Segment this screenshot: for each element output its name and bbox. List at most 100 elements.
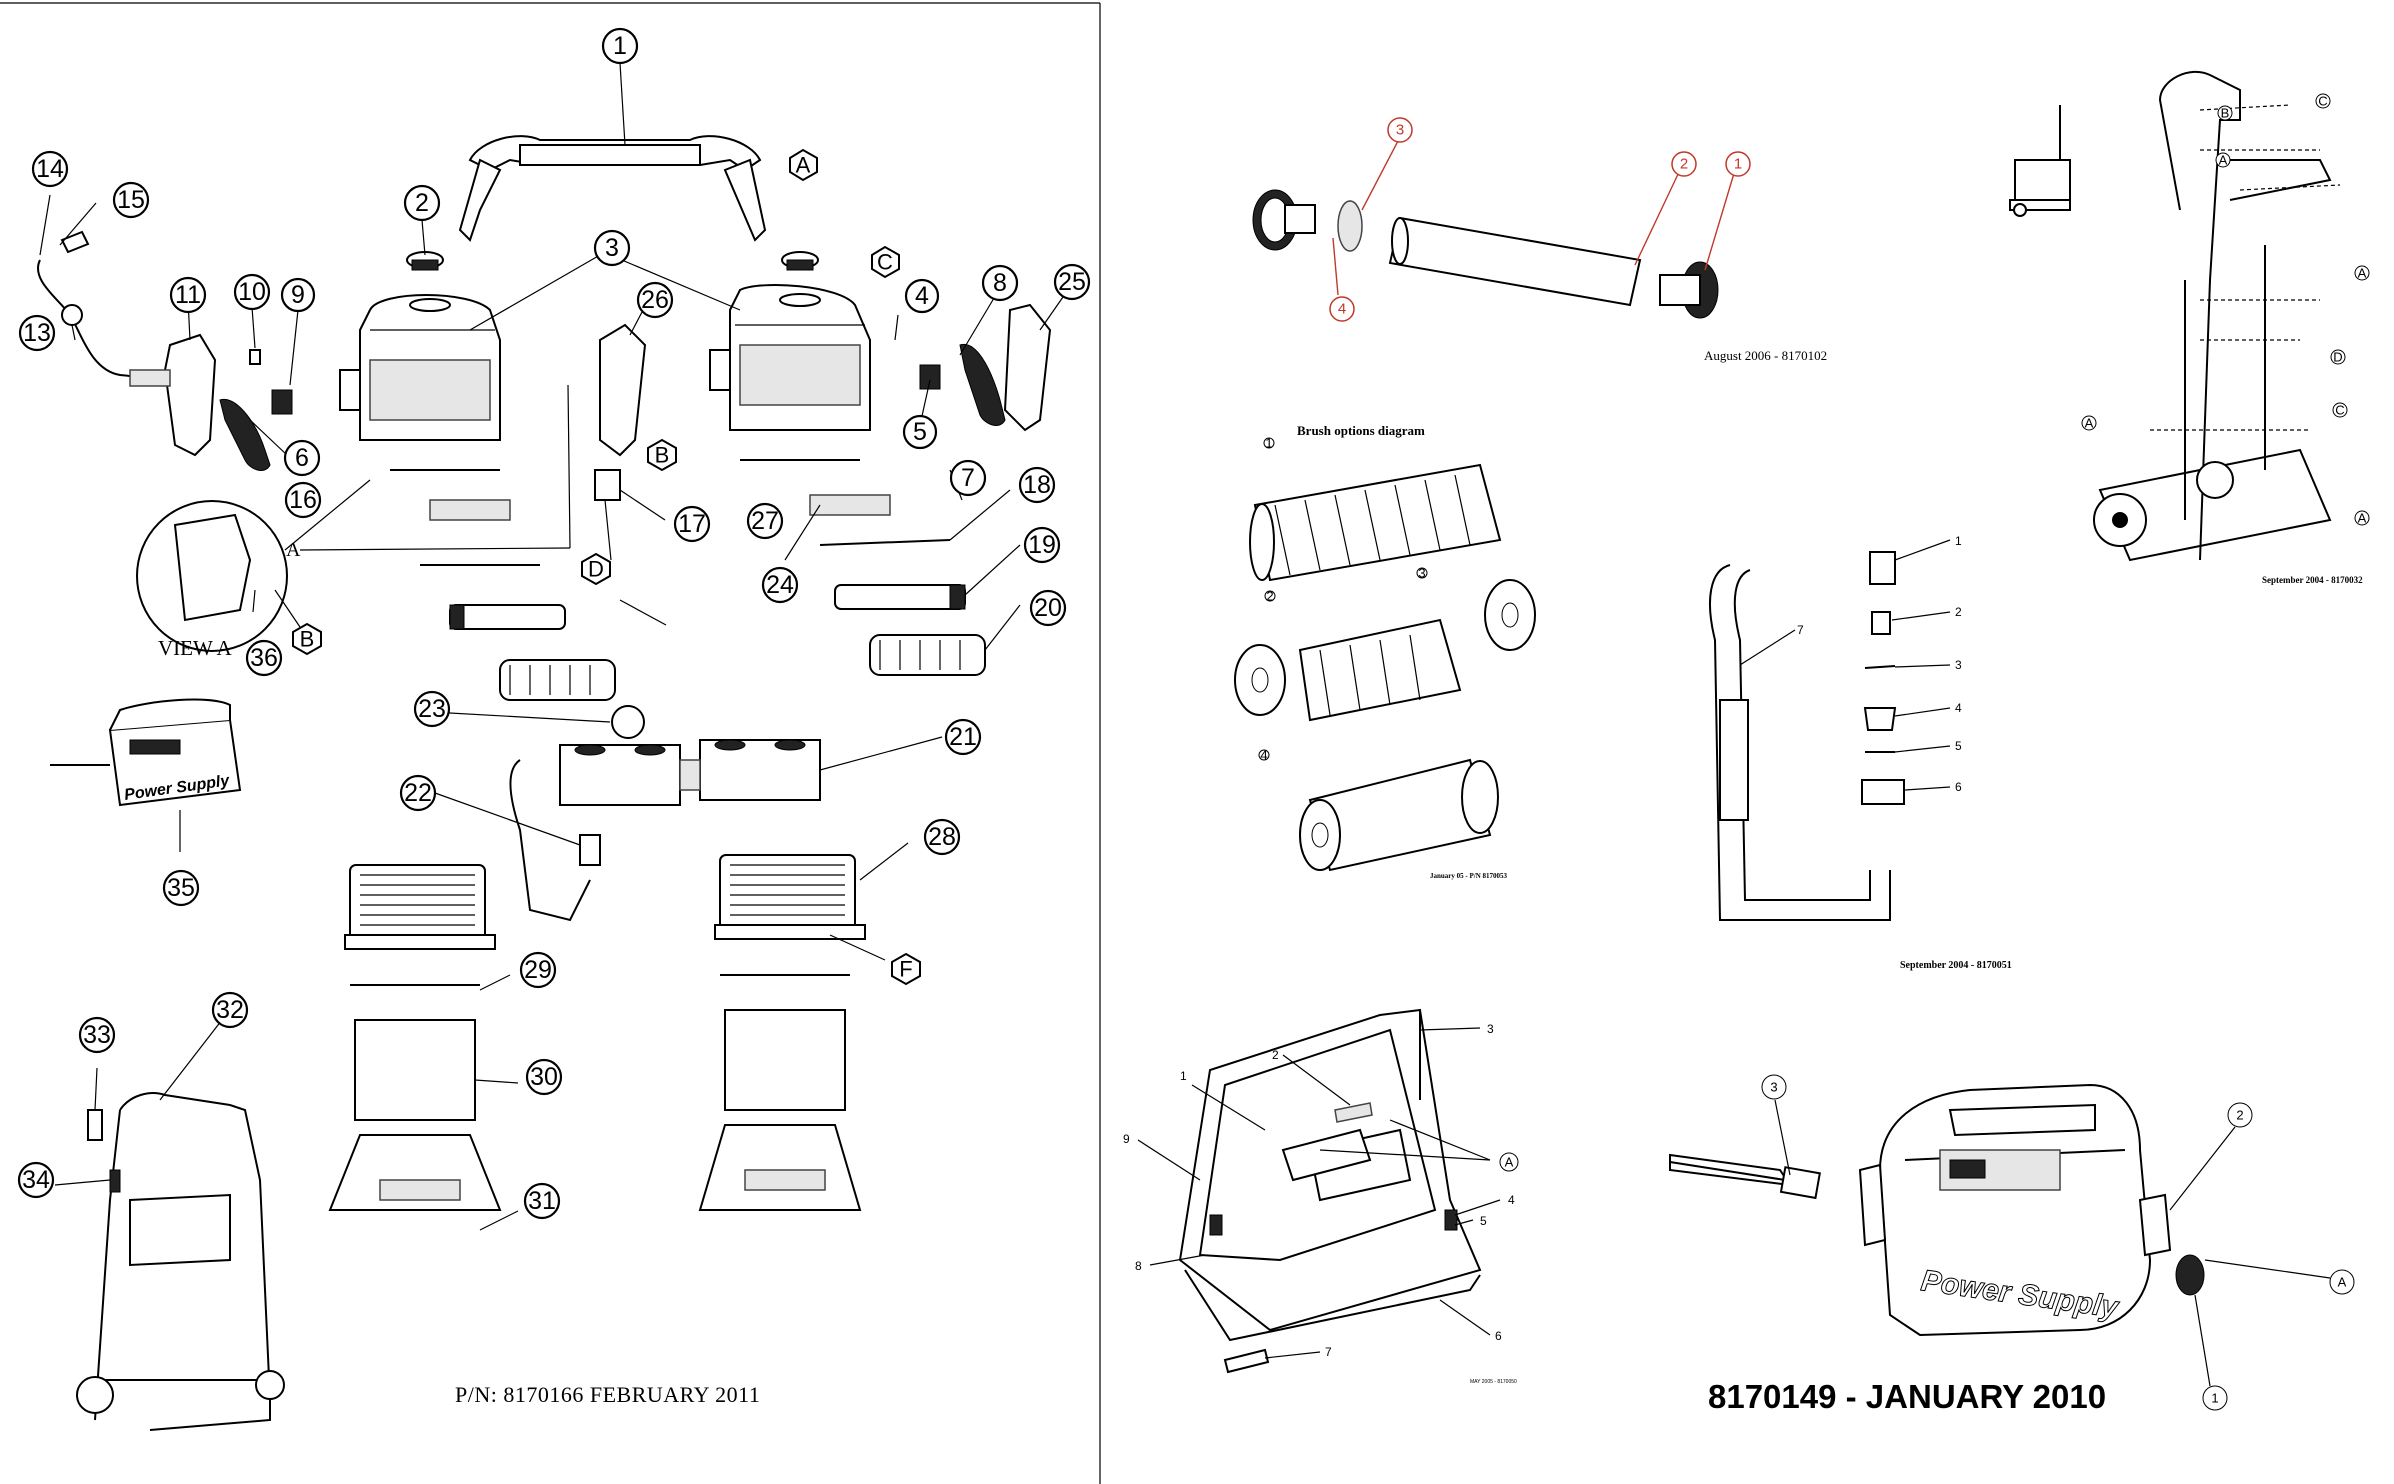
brush-options-title: Brush options diagram (1297, 423, 1425, 438)
red-callout-2: 2 (1671, 151, 1697, 177)
clip-34 (109, 1169, 121, 1193)
ref-C: C (871, 245, 900, 279)
power-supply-unit-35 (50, 698, 242, 807)
filter-bag-30 (724, 1009, 846, 1111)
cable-13 (37, 259, 151, 379)
svg-text:10: 10 (238, 278, 266, 306)
callout-23: 23 (413, 690, 451, 728)
svg-text:2: 2 (1955, 605, 1962, 619)
svg-text:7: 7 (1797, 623, 1804, 637)
filter-frame-29 (350, 974, 850, 986)
callout-16: 16 (284, 481, 322, 519)
red-callout-4: 4 (1329, 296, 1355, 322)
exploded-robot-diagram: Power Supply (37, 135, 1052, 1431)
callout-24: 24 (761, 566, 799, 604)
svg-text:32: 32 (216, 996, 244, 1024)
svg-text:30: 30 (530, 1063, 558, 1091)
callout-30: 30 (525, 1058, 563, 1096)
svg-text:7: 7 (1325, 1345, 1332, 1359)
svg-text:16: 16 (289, 486, 317, 514)
brush-roller-assembly (1252, 189, 1719, 319)
lid-leaders (1137, 1027, 1501, 1359)
swivel-15 (60, 230, 90, 254)
svg-text:6: 6 (295, 444, 309, 472)
power-supply-callouts: 3 2 1 A (1761, 1074, 2355, 1411)
left-detail-refs: A C B B D F (292, 148, 921, 986)
svg-text:3: 3 (605, 234, 619, 262)
svg-text:22: 22 (404, 779, 432, 807)
caddy-leaders (2150, 104, 2341, 431)
callout-1: 1 (601, 27, 639, 65)
svg-text:3: 3 (1955, 658, 1962, 672)
svg-text:1: 1 (1734, 156, 1742, 173)
svg-text:A: A (2219, 153, 2228, 168)
view-a-label: VIEW A (158, 636, 233, 660)
brush-roller-left-top (449, 604, 566, 630)
svg-text:4: 4 (1955, 701, 1962, 715)
svg-text:8: 8 (993, 269, 1007, 297)
brush-diagram-caption: August 2006 - 8170102 (1704, 348, 1827, 363)
cable-connector (129, 369, 171, 387)
callout-20: 20 (1029, 589, 1067, 627)
svg-text:5: 5 (913, 418, 927, 446)
callout-2: 2 (403, 184, 441, 222)
svg-text:A: A (2358, 266, 2367, 281)
caddy-diagram (2009, 70, 2332, 562)
svg-text:1: 1 (1955, 534, 1962, 548)
red-callouts: 3 2 1 4 (1329, 117, 1751, 322)
svg-text:4: 4 (915, 282, 929, 310)
ref-A-top: A (789, 148, 818, 182)
brush-option-1 (1249, 463, 1502, 582)
svg-text:C: C (2318, 94, 2327, 109)
motor-block-left (339, 294, 501, 441)
ps-callout-3: 3 (1761, 1074, 1787, 1100)
ref-D: D (581, 552, 611, 586)
lid-diagram (1178, 1008, 1482, 1374)
lid-caption: MAY 2005 - 8170050 (1470, 1379, 1517, 1385)
svg-text:14: 14 (36, 155, 64, 183)
svg-text:36: 36 (250, 644, 278, 672)
callout-6: 6 (283, 439, 321, 477)
brush-roller-left-bottom (499, 659, 616, 701)
callout-7: 7 (949, 459, 987, 497)
power-supply-diagram (1669, 1083, 2205, 1337)
svg-text:5: 5 (1480, 1214, 1487, 1228)
filter-basket-left (344, 864, 496, 950)
brush-option-2 (1234, 579, 1536, 722)
svg-text:1: 1 (1265, 436, 1272, 451)
hose-diagram (1709, 551, 1905, 921)
svg-text:3: 3 (1418, 566, 1425, 581)
callout-5: 5 (902, 414, 938, 450)
callout-13: 13 (18, 314, 56, 352)
svg-text:3: 3 (1487, 1022, 1494, 1036)
svg-text:4: 4 (1260, 748, 1267, 763)
red-callout-3: 3 (1387, 117, 1413, 143)
brush-strip-24 (809, 494, 891, 516)
ps-callout-1: 1 (2202, 1385, 2228, 1411)
svg-text:A: A (796, 153, 811, 178)
svg-text:13: 13 (23, 319, 51, 347)
caddy-32 (76, 1092, 285, 1431)
callout-14: 14 (31, 150, 69, 188)
svg-text:34: 34 (22, 1166, 50, 1194)
red-callout-1: 1 (1725, 151, 1751, 177)
callout-32: 32 (211, 991, 249, 1029)
impeller-cover-23 (611, 705, 645, 739)
callout-31: 31 (523, 1182, 561, 1220)
svg-text:D: D (588, 557, 604, 582)
hose-22 (509, 759, 591, 922)
svg-text:4: 4 (1338, 301, 1346, 318)
callout-36: 36 (245, 639, 283, 677)
red-leaders (1332, 140, 1736, 296)
ref-F: F (891, 952, 921, 986)
svg-text:24: 24 (766, 571, 794, 599)
callout-25: 25 (1053, 263, 1091, 301)
svg-text:C: C (877, 250, 893, 275)
gear-9 (271, 389, 293, 415)
callout-11: 11 (169, 276, 207, 314)
filter-tray-31 (698, 1124, 862, 1211)
svg-text:D: D (2333, 350, 2342, 365)
pump-body (559, 739, 821, 806)
callout-29: 29 (519, 951, 557, 989)
